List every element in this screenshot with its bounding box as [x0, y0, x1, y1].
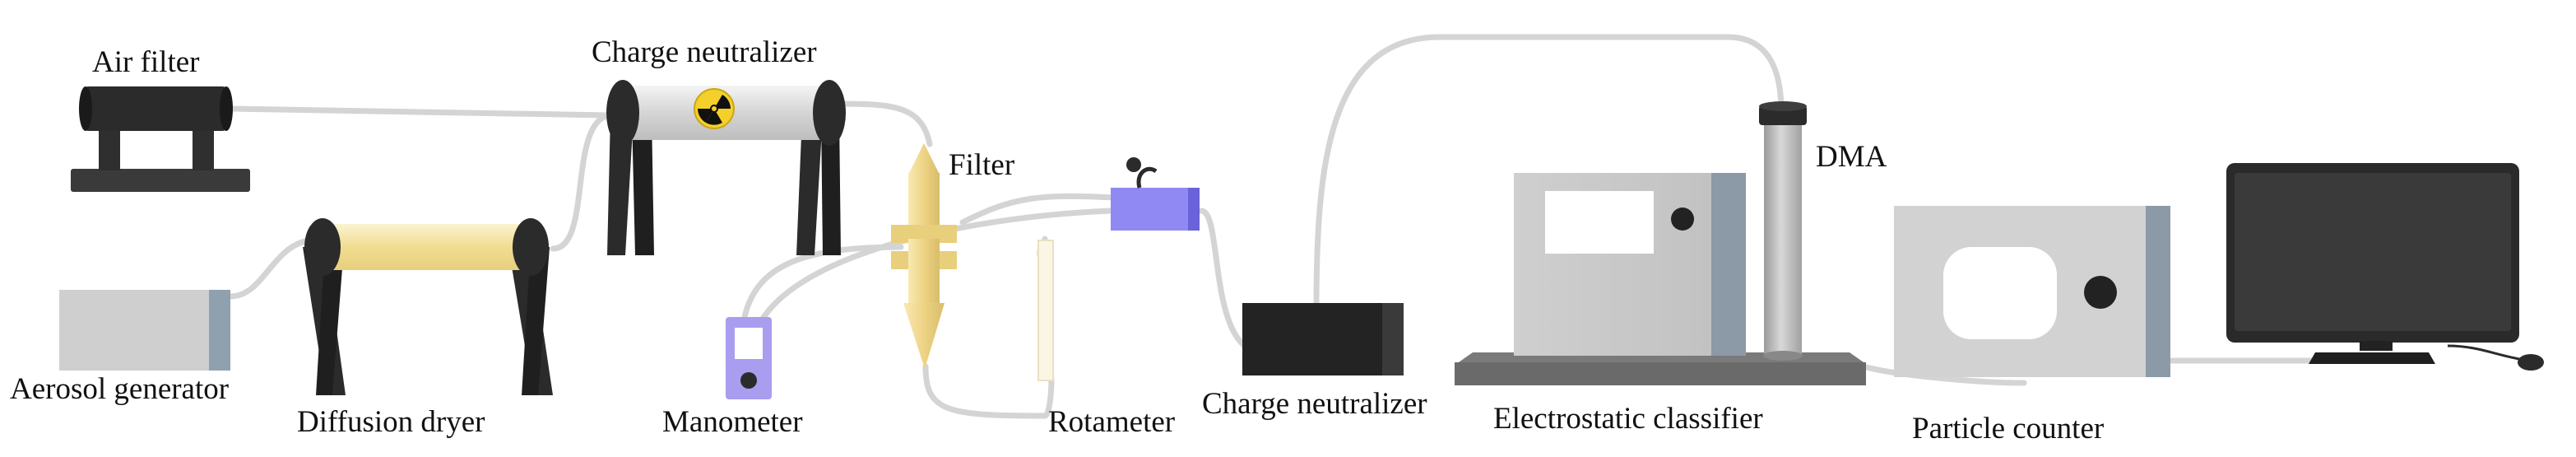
charge-neutralizer-1-leg-left-1: [607, 115, 634, 255]
mouse-icon: [2518, 354, 2544, 371]
dma-cap-top: [1759, 101, 1807, 111]
flow-sensor-probe: [1126, 157, 1141, 172]
filter: [891, 143, 957, 369]
manometer: [726, 317, 772, 399]
manometer-screen: [735, 328, 763, 359]
diffusion-dryer-leg-left-2: [316, 247, 344, 395]
monitor-stand: [2309, 352, 2435, 364]
charge-neutralizer-1-leg-right-1: [796, 115, 823, 255]
rotameter: [1037, 240, 1054, 381]
label-charge-neutralizer-1: Charge neutralizer: [592, 35, 817, 69]
dma-column: [1764, 117, 1802, 356]
aerosol-generator-side: [209, 290, 230, 371]
electrostatic-classifier: [1455, 173, 1866, 385]
charge-neutralizer-1-cap-right: [813, 80, 846, 146]
aerosol-generator: [59, 290, 230, 371]
filter-top-cone: [908, 143, 940, 175]
flow-sensor-body: [1111, 188, 1195, 231]
diffusion-dryer-cap-right: [513, 218, 549, 276]
tube-dryer-to-neutralizer: [550, 112, 612, 252]
tube-generator-to-dryer: [227, 237, 312, 300]
flow-sensor: [1111, 157, 1200, 231]
filter-clamp-top: [891, 225, 957, 243]
air-filter-end-right: [220, 86, 233, 131]
label-particle-counter: Particle counter: [1912, 412, 2105, 445]
label-air-filter: Air filter: [92, 45, 200, 79]
classifier-platform: [1455, 362, 1866, 385]
monitor-screen: [2235, 173, 2511, 331]
tube-sensor-to-neutralizer2: [1198, 208, 1254, 353]
label-diffusion-dryer: Diffusion dryer: [297, 405, 485, 439]
radiation-icon: [694, 88, 735, 129]
mouse-cable: [2447, 344, 2520, 361]
air-filter-base: [71, 169, 250, 192]
tube-airfilter-to-neutralizer: [227, 105, 612, 119]
diffusion-dryer-body: [325, 224, 527, 270]
tube-filter-to-sensor: [959, 193, 1118, 226]
tube-neutralizer2-to-dma: [1313, 34, 1785, 312]
tube-filter-bottom-to-rotameter: [922, 363, 1055, 419]
air-filter-body: [82, 86, 229, 131]
filter-bottom-cone: [903, 303, 945, 369]
particle-counter-window: [1943, 247, 2057, 339]
charge-neutralizer-1-cap-left: [606, 80, 639, 146]
label-electrostatic-classifier: Electrostatic classifier: [1493, 402, 1763, 436]
dma-base-ring: [1763, 351, 1803, 361]
diffusion-dryer-cap-left: [304, 218, 341, 276]
charge-neutralizer-1-leg-right-2: [821, 115, 841, 255]
dma: [1759, 101, 1807, 361]
label-charge-neutralizer-2: Charge neutralizer: [1202, 387, 1427, 421]
classifier-side: [1711, 173, 1746, 356]
diffusion-dryer: [303, 218, 553, 395]
particle-counter: [1894, 206, 2170, 377]
charge-neutralizer-2-body: [1242, 303, 1390, 375]
label-rotameter: Rotameter: [1048, 405, 1176, 439]
rotameter-tube: [1037, 240, 1054, 381]
particle-counter-side: [2146, 206, 2170, 377]
computer: [2226, 163, 2544, 371]
flow-sensor-wire: [1136, 166, 1158, 189]
classifier-knob: [1671, 208, 1694, 231]
flow-sensor-end: [1188, 188, 1200, 231]
monitor-neck: [2360, 341, 2393, 351]
manometer-knob: [740, 372, 757, 389]
label-filter: Filter: [949, 148, 1015, 182]
label-manometer: Manometer: [662, 405, 803, 439]
charge-neutralizer-2: [1242, 303, 1404, 375]
air-filter: [71, 86, 250, 192]
filter-upper-body: [908, 173, 940, 231]
tubing: [227, 34, 2315, 419]
tube-classifier-to-counter: [1860, 363, 2027, 386]
filter-lower-body: [908, 239, 940, 305]
air-filter-end-left: [79, 86, 92, 131]
diffusion-dryer-leg-right-2: [522, 247, 550, 395]
aerosol-generator-body: [59, 290, 212, 371]
tube-neutralizer-to-filter: [824, 100, 933, 147]
label-aerosol-generator: Aerosol generator: [10, 372, 230, 406]
classifier-screen: [1545, 191, 1654, 254]
charge-neutralizer-2-side: [1382, 303, 1404, 375]
particle-counter-knob: [2084, 276, 2117, 309]
tube-filter-to-manometer: [741, 244, 904, 320]
charge-neutralizer-1-leg-left-2: [632, 115, 654, 255]
charge-neutralizer-1: [606, 80, 846, 255]
label-dma: DMA: [1816, 140, 1887, 174]
